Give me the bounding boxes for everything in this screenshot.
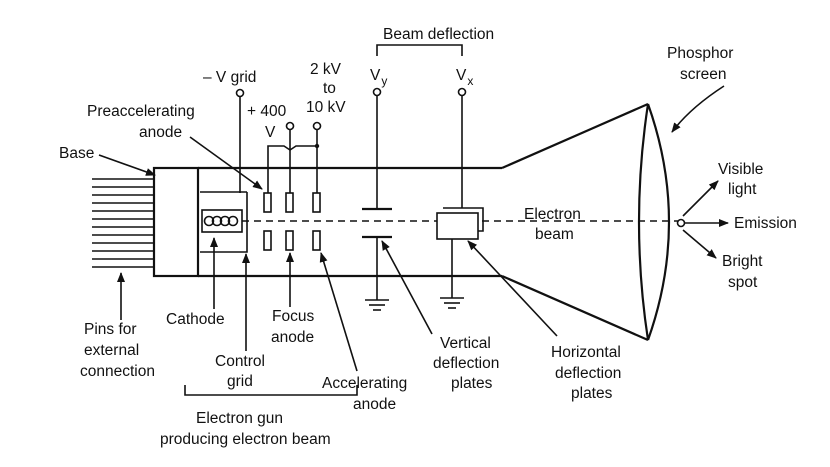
horizontal-plate-box — [436, 212, 479, 240]
cathode-coil — [203, 215, 239, 227]
vy-label: Vy — [370, 67, 387, 88]
horizontal-label: Horizontal — [551, 344, 621, 361]
pins — [92, 178, 154, 268]
accelerating-label: Accelerating — [322, 375, 407, 392]
vy-terminal — [372, 87, 382, 97]
cathode-label: Cathode — [166, 311, 225, 328]
base-label: Base — [59, 145, 94, 162]
pins-label-3: connection — [80, 363, 155, 380]
kv-10-label: 10 kV — [306, 99, 346, 116]
electron-gun-bracket — [184, 385, 358, 396]
grid-label: grid — [227, 373, 253, 390]
horizontal-plates-label: plates — [571, 385, 613, 402]
accel-terminal — [312, 121, 322, 131]
focus-terminal — [285, 121, 295, 131]
focus-label: Focus — [272, 308, 314, 325]
bright-label: Bright — [722, 253, 763, 270]
vertical-plates-label: plates — [451, 375, 493, 392]
kv-2-label: 2 kV — [310, 61, 342, 78]
vx-label: Vx — [456, 67, 473, 88]
vx-terminal — [457, 87, 467, 97]
to-label: to — [323, 80, 336, 97]
grid-terminal — [235, 88, 245, 98]
emission-label: Emission — [734, 215, 797, 232]
ground-symbol-horizontal — [440, 297, 464, 309]
electron-label: Electron — [524, 206, 581, 223]
beam-deflection-label: Beam deflection — [383, 26, 494, 43]
plus-400-label: + 400 — [247, 103, 287, 120]
base-block — [152, 166, 200, 278]
accelerating-anode-label: anode — [353, 396, 396, 413]
v-grid-label: – V grid — [203, 69, 256, 86]
pins-label-2: external — [84, 342, 139, 359]
vertical-label: Vertical — [440, 335, 491, 352]
visible-label: Visible — [718, 161, 763, 178]
preaccelerating-anode-label: anode — [139, 124, 182, 141]
pins-label-1: Pins for — [84, 321, 137, 338]
spot-label: spot — [728, 274, 758, 291]
electron-gun-label: Electron gun — [196, 410, 283, 427]
electron-gun-label-2: producing electron beam — [160, 431, 331, 448]
anode-plates — [263, 192, 321, 251]
phosphor-screen — [637, 103, 650, 341]
ground-symbol-vertical — [365, 299, 389, 311]
control-grid-cylinder — [200, 191, 248, 253]
v-unit-label: V — [265, 124, 276, 141]
control-label: Control — [215, 353, 265, 370]
pointer-arrows — [98, 85, 729, 372]
bright-spot — [676, 218, 686, 228]
beam-deflection-bracket — [376, 44, 463, 56]
focus-anode-label: anode — [271, 329, 314, 346]
phosphor-label: Phosphor — [667, 45, 733, 62]
vertical-deflection-label: deflection — [433, 355, 499, 372]
tube-body — [198, 102, 671, 342]
horizontal-deflection-label: deflection — [555, 365, 621, 382]
preaccelerating-label: Preaccelerating — [87, 103, 195, 120]
beam-label: beam — [535, 226, 574, 243]
screen-label: screen — [680, 66, 727, 83]
light-label: light — [728, 181, 757, 198]
